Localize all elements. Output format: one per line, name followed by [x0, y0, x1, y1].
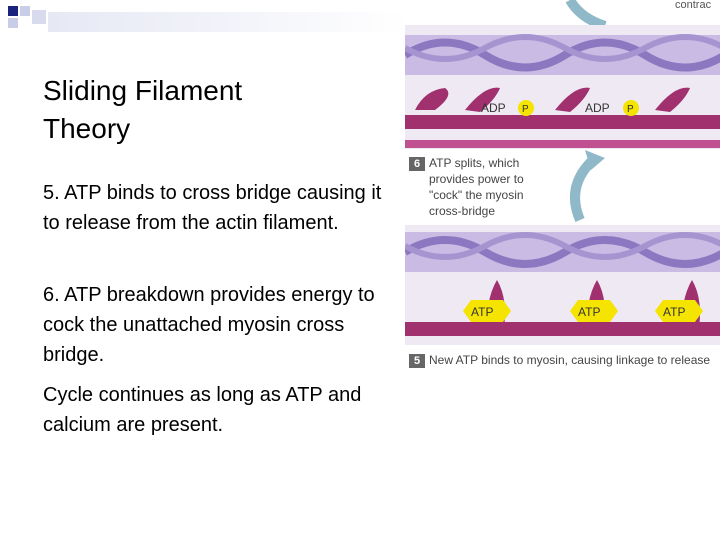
phosphate-badge-2 [623, 100, 639, 116]
myosin-heads-top [415, 87, 690, 112]
atp-badge-2: ATP [570, 300, 618, 322]
point-6-text: 6. ATP breakdown provides energy to cock… [43, 284, 375, 366]
adp-label-2: ADP [585, 101, 610, 115]
svg-text:ATP: ATP [663, 305, 685, 319]
crossbridge-cycle-figure: ADP P ADP P ATP ATP [402, 0, 720, 392]
cycle-text: Cycle continues as long as ATP and calci… [43, 384, 362, 436]
myosin-tail-top [405, 140, 720, 148]
crossbridge-illustration: ADP P ADP P ATP ATP [402, 0, 720, 345]
myosin-backbone-bottom [405, 322, 720, 336]
cycle-arrow-top [565, 0, 607, 31]
top-label: contrac [675, 0, 712, 11]
myosin-backbone-top [405, 115, 720, 129]
slide-title: Sliding Filament Theory [43, 75, 243, 144]
step-6-caption: ATP splits, which provides power to "coc… [429, 156, 524, 218]
step-5-number: 5 [409, 354, 425, 368]
adp-label-1: ADP [481, 101, 506, 115]
actin-filament-top [402, 34, 720, 75]
atp-badge-3: ATP [655, 300, 703, 322]
step-6-number: 6 [409, 157, 425, 171]
point-5-text: 5. ATP binds to cross bridge causing it … [43, 182, 382, 234]
p-label-2: P [627, 104, 634, 115]
corner-decoration [8, 6, 408, 32]
actin-filament-bottom [402, 232, 720, 272]
p-label-1: P [522, 104, 529, 115]
svg-text:ATP: ATP [578, 305, 600, 319]
svg-text:ATP: ATP [471, 305, 493, 319]
step-5-caption: New ATP binds to myosin, causing linkage… [429, 353, 711, 367]
phosphate-badge-1 [518, 100, 534, 116]
atp-badge-1: ATP [463, 300, 511, 322]
